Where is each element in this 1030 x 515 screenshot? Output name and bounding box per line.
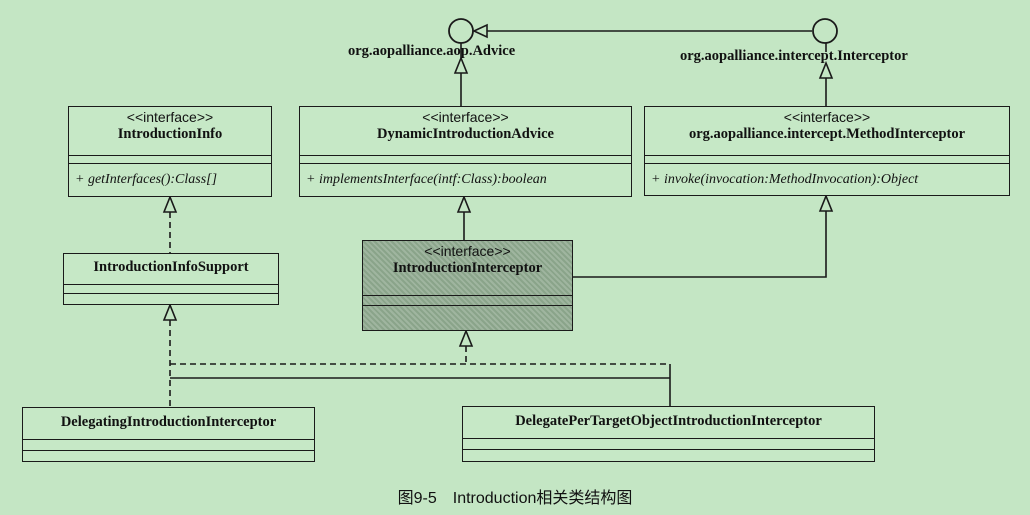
class-name: DynamicIntroductionAdvice	[377, 126, 554, 142]
dynamic-introduction-advice-class: <<interface>> DynamicIntroductionAdvice …	[299, 106, 632, 197]
connector-intro-interceptor-to-method-interceptor	[573, 211, 827, 278]
arrowhead-to-advice-icon	[453, 55, 469, 74]
section-divider	[69, 155, 271, 156]
section-divider	[463, 438, 874, 439]
section-divider	[363, 295, 572, 296]
section-divider	[64, 284, 278, 285]
class-name: IntroductionInfo	[117, 126, 223, 142]
introduction-info-class: <<interface>> IntroductionInfo + getInte…	[68, 106, 272, 197]
delegating-introduction-interceptor-class: DelegatingIntroductionInterceptor	[22, 407, 315, 462]
advice-interface-label: org.aopalliance.aop.Advice	[348, 43, 516, 59]
interceptor-interface-label: org.aopalliance.intercept.Interceptor	[680, 48, 908, 64]
arrowhead-to-intro-interceptor-icon	[458, 328, 474, 347]
operation: + invoke(invocation:MethodInvocation):Ob…	[651, 172, 919, 187]
class-name: org.aopalliance.intercept.MethodIntercep…	[688, 126, 966, 142]
class-name: DelegatePerTargetObjectIntroductionInter…	[515, 413, 822, 429]
class-name: IntroductionInfoSupport	[93, 259, 249, 275]
section-divider	[23, 439, 314, 440]
section-divider	[69, 163, 271, 164]
stereotype-label: <<interface>>	[424, 243, 511, 259]
section-divider	[645, 155, 1009, 156]
section-divider	[645, 163, 1009, 164]
operation: + implementsInterface(intf:Class):boolea…	[306, 172, 547, 187]
stereotype-label: <<interface>>	[422, 109, 509, 125]
section-divider	[463, 449, 874, 450]
arrowhead-interceptor-to-advice-icon	[472, 23, 488, 39]
section-divider	[300, 155, 631, 156]
arrowhead-to-dynamic-advice-icon	[456, 194, 472, 213]
advice-lollipop-icon	[448, 18, 474, 44]
introduction-interceptor-class: <<interface>> IntroductionInterceptor	[362, 240, 573, 331]
section-divider	[363, 305, 572, 306]
delegate-per-target-object-introduction-interceptor-class: DelegatePerTargetObjectIntroductionInter…	[462, 406, 875, 462]
introduction-info-support-class: IntroductionInfoSupport	[63, 253, 279, 305]
operation: + getInterfaces():Class[]	[75, 172, 218, 187]
stereotype-label: <<interface>>	[783, 109, 871, 125]
arrowhead-to-method-interceptor-icon	[818, 193, 834, 212]
stereotype-label: <<interface>>	[126, 109, 214, 125]
figure-caption: 图9-5 Introduction相关类结构图	[397, 490, 633, 507]
section-divider	[300, 163, 631, 164]
arrowhead-to-info-support-icon	[162, 302, 178, 321]
arrowhead-to-interceptor-icon	[818, 60, 834, 79]
class-name: IntroductionInterceptor	[392, 260, 543, 276]
interceptor-lollipop-icon	[812, 18, 838, 44]
section-divider	[64, 293, 278, 294]
class-name: DelegatingIntroductionInterceptor	[60, 414, 277, 430]
method-interceptor-class: <<interface>> org.aopalliance.intercept.…	[644, 106, 1010, 196]
arrowhead-to-introduction-info-icon	[162, 194, 178, 213]
section-divider	[23, 450, 314, 451]
